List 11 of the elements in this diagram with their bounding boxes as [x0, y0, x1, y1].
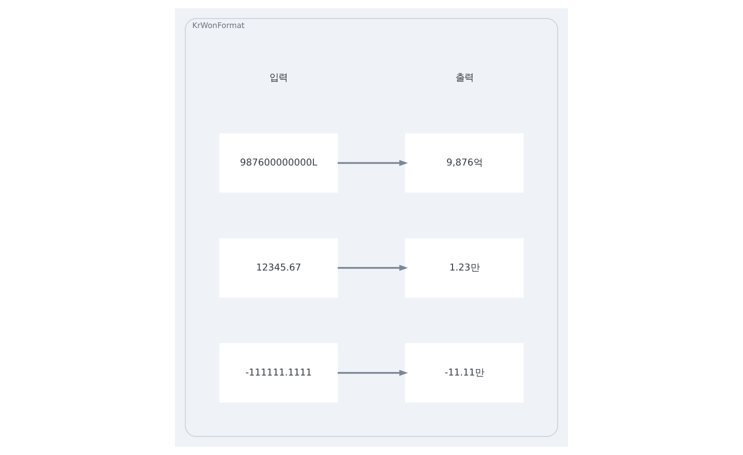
arrow	[338, 370, 408, 376]
node-box: 1.23만	[405, 238, 524, 298]
node-box: -11.11만	[405, 343, 524, 402]
arrow	[338, 160, 408, 166]
node-box: 12345.67	[219, 238, 338, 298]
node-box: -111111.1111	[219, 343, 338, 402]
node-box: 987600000000L	[219, 133, 338, 193]
arrow	[338, 264, 408, 271]
label: 입력	[270, 72, 288, 84]
label: 출력	[455, 72, 474, 84]
node-box: 9,876억	[405, 133, 524, 193]
